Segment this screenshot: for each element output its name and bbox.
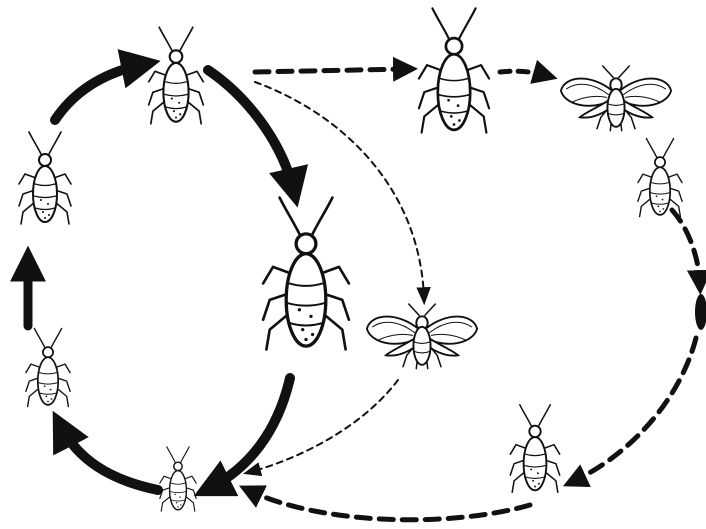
- arrow-top-right-wingless-to-far-right-winged: [500, 71, 548, 76]
- bottom-right-nymph-aphid-icon: [510, 405, 559, 492]
- top-right-wingless-aphid-icon: [419, 8, 489, 132]
- arrow-bottom-nymph-to-left-lower-nymph: [60, 425, 158, 490]
- arrow-large-adult-to-bottom-nymph: [208, 378, 290, 489]
- top-adult-aphid-icon: [149, 27, 204, 124]
- left-lower-nymph-aphid-icon: [26, 328, 70, 406]
- arrow-far-right-small-to-egg: [672, 210, 700, 285]
- bottom-nymph-aphid-icon: [160, 447, 196, 511]
- far-right-winged-aphid-icon: [561, 66, 671, 131]
- arrow-top-adult-to-top-right-wingless: [255, 69, 408, 72]
- arrow-egg-to-bottom-right-nymph: [572, 338, 696, 482]
- arrow-bottom-right-nymph-to-bottom-nymph: [248, 490, 530, 520]
- egg-icon: [695, 294, 706, 330]
- far-right-small-aphid-icon: [638, 138, 682, 216]
- large-adult-aphid-icon: [263, 198, 349, 350]
- arrow-top-adult-to-large-adult: [208, 70, 294, 192]
- left-upper-nymph-aphid-icon: [19, 132, 71, 224]
- center-winged-aphid-icon: [367, 304, 477, 369]
- arrow-top-adult-to-center-winged: [255, 82, 424, 298]
- arrow-left-upper-nymph-to-top-adult: [55, 64, 145, 120]
